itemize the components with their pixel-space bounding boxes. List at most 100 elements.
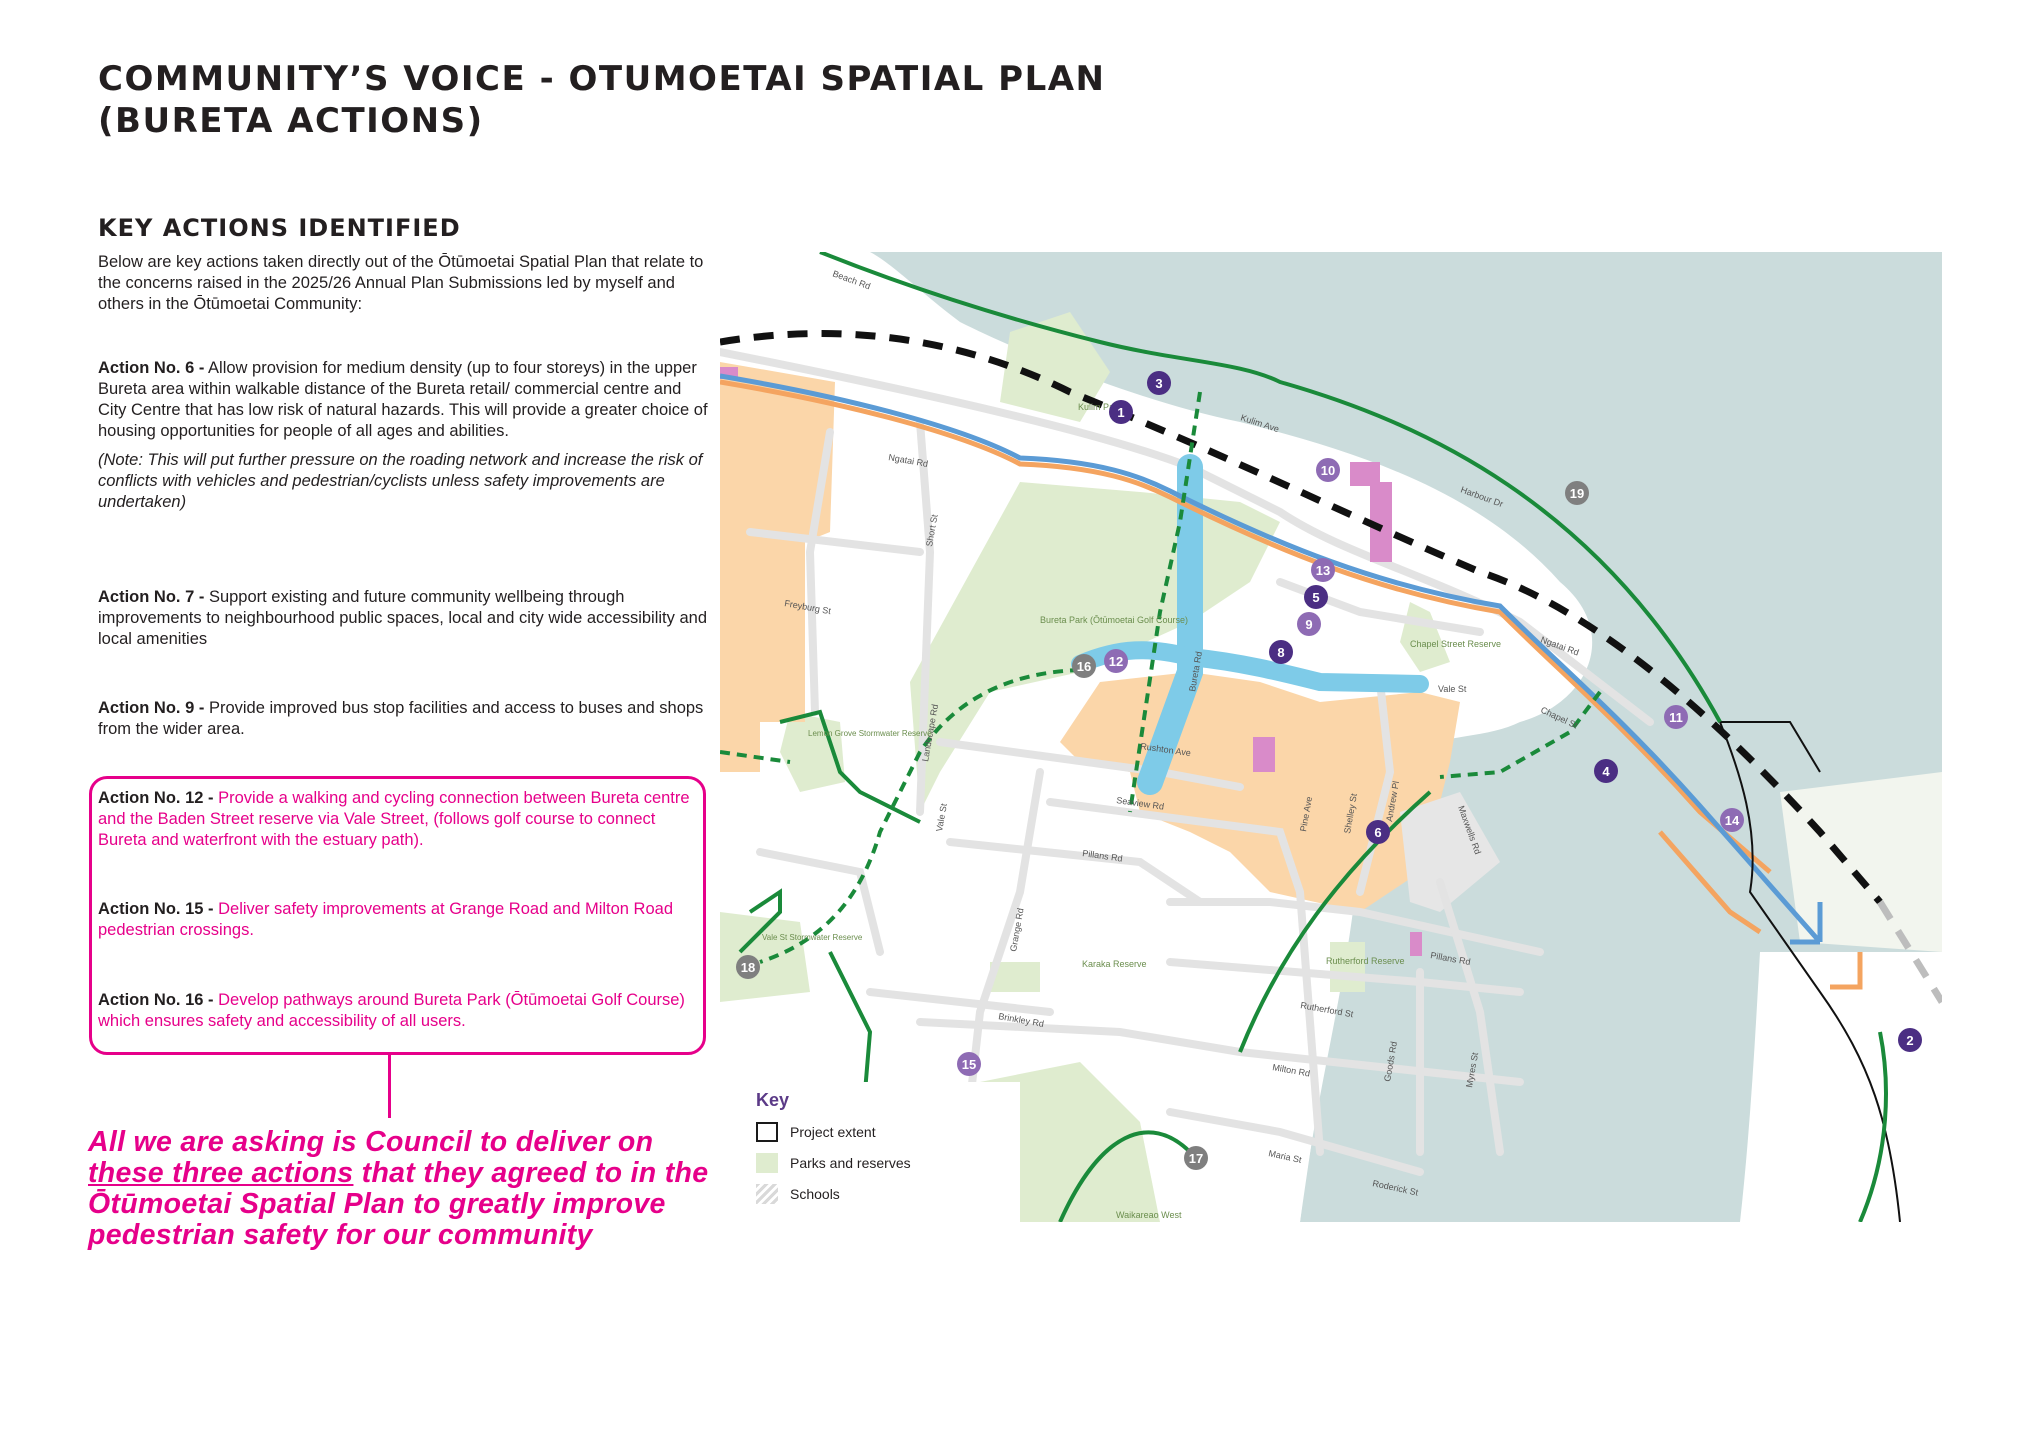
marker-15-label: 15: [962, 1057, 976, 1072]
green-dashed-paths: [720, 391, 1602, 964]
parks-swatch: [756, 1153, 778, 1173]
marker-12[interactable]: 12: [1104, 649, 1128, 673]
marker-10-label: 10: [1321, 463, 1335, 478]
marker-14[interactable]: 14: [1720, 808, 1744, 832]
action-9-label: Action No. 9 -: [98, 699, 205, 717]
action-6: Action No. 6 - Allow provision for mediu…: [98, 358, 708, 513]
lemon-grove-path: [779, 709, 921, 824]
bureta-rd-highlight: [1137, 454, 1203, 795]
road-milton: [916, 1018, 1524, 1086]
key-label-parks: Parks and reserves: [790, 1155, 911, 1171]
key-item-parks: Parks and reserves: [756, 1153, 911, 1173]
highlighted-actions-box: [89, 776, 706, 1055]
label-lemon-grove-reserve: Lemon Grove Stormwater Reserve: [808, 729, 932, 738]
label-waikareao-west: Waikareao West: [1116, 1210, 1182, 1220]
green-paths: [738, 252, 1888, 1222]
marker-13-label: 13: [1316, 563, 1330, 578]
orange-route-arrow: [1830, 952, 1863, 990]
pink-site-south: [1253, 737, 1275, 772]
label-rutherford-reserve: Rutherford Reserve: [1326, 956, 1405, 966]
bureta-rd-path: [1128, 391, 1202, 813]
marker-1-label: 1: [1117, 405, 1124, 420]
pink-site-pillans: [1410, 932, 1422, 956]
marker-8-label: 8: [1277, 645, 1284, 660]
milton-link-path: [828, 951, 873, 1093]
vale-st-path: [759, 668, 1081, 964]
rutherford-reserve: [1330, 942, 1365, 992]
marker-16[interactable]: 16: [1072, 654, 1096, 678]
road-network: [720, 348, 1654, 1176]
road-west-vertical: [805, 428, 834, 716]
label-bureta-park: Bureta Park (Ōtūmoetai Golf Course): [1040, 615, 1188, 625]
marker-12-label: 12: [1109, 654, 1123, 669]
action-16-text: Develop pathways around Bureta Park (Ōtū…: [98, 991, 685, 1030]
marker-1[interactable]: 1: [1109, 400, 1133, 424]
road-brinkley: [866, 988, 1054, 1016]
spatial-plan-map[interactable]: Beach Rd Kulim Ave Ngatai Rd Short St Fr…: [720, 252, 1942, 1222]
marker-6[interactable]: 6: [1366, 820, 1390, 844]
action-6-text: Allow provision for medium density (up t…: [98, 359, 708, 440]
road-pine: [1046, 798, 1324, 1156]
vale-reserve-path: [738, 888, 782, 954]
project-extent-boundary-grey: [1877, 900, 1942, 1004]
connector-line: [388, 1055, 391, 1118]
marker-3[interactable]: 3: [1147, 371, 1171, 395]
label-kulim-park: Kulim Park: [1078, 402, 1122, 412]
action-15: Action No. 15 - Deliver safety improveme…: [98, 899, 708, 941]
action-12-label: Action No. 12 -: [98, 789, 214, 807]
marker-17[interactable]: 17: [1184, 1146, 1208, 1170]
road-vale-south: [756, 848, 884, 956]
action-7-label: Action No. 7 -: [98, 588, 205, 606]
road-myres: [1436, 878, 1504, 1156]
marker-2-label: 2: [1906, 1033, 1913, 1048]
blue-route-arrow: [1790, 902, 1823, 945]
marker-2[interactable]: 2: [1898, 1028, 1922, 1052]
call-to-action: All we are asking is Council to deliver …: [88, 1127, 728, 1251]
marker-9[interactable]: 9: [1297, 612, 1321, 636]
label-karaka-reserve: Karaka Reserve: [1082, 959, 1147, 969]
marker-8[interactable]: 8: [1269, 640, 1293, 664]
marker-13[interactable]: 13: [1311, 558, 1335, 582]
key-title: Key: [756, 1090, 790, 1110]
map-key: Key Project extent Parks and reserves Sc…: [720, 1082, 1020, 1222]
marker-10[interactable]: 10: [1316, 458, 1340, 482]
ask-part2: that they agreed to in the Ōtūmoetai Spa…: [88, 1157, 709, 1251]
marker-19-label: 19: [1570, 486, 1584, 501]
pink-site-bureta: [1370, 482, 1392, 562]
action-6-note: (Note: This will put further pressure on…: [98, 451, 703, 511]
marker-14-label: 14: [1725, 813, 1740, 828]
marker-18-label: 18: [741, 960, 755, 975]
marker-11[interactable]: 11: [1664, 705, 1688, 729]
page-title: COMMUNITY’S VOICE - OTUMOETAI SPATIAL PL…: [98, 58, 1106, 142]
marker-5[interactable]: 5: [1304, 585, 1328, 609]
page-title-line1: COMMUNITY’S VOICE - OTUMOETAI SPATIAL PL…: [98, 59, 1106, 99]
marker-5-label: 5: [1312, 590, 1319, 605]
marker-15[interactable]: 15: [957, 1052, 981, 1076]
chapel-link-path: [1439, 690, 1602, 779]
waikareao-path: [1058, 1130, 1192, 1222]
headland-land: [1740, 952, 1942, 1222]
marker-19[interactable]: 19: [1565, 481, 1589, 505]
marker-9-label: 9: [1305, 617, 1312, 632]
marker-11-label: 11: [1669, 710, 1683, 725]
road-pillans-east: [1166, 898, 1544, 956]
label-chapel-reserve: Chapel Street Reserve: [1410, 639, 1501, 649]
label-vale-stormwater-reserve: Vale St Stormwater Reserve: [762, 933, 863, 942]
karaka-reserve: [990, 962, 1040, 992]
project-extent-boundary: [720, 330, 1883, 905]
key-item-extent: Project extent: [756, 1122, 876, 1142]
action-16-label: Action No. 16 -: [98, 991, 214, 1009]
action-9: Action No. 9 - Provide improved bus stop…: [98, 698, 708, 740]
action-7-text: Support existing and future community we…: [98, 588, 708, 648]
action-15-text: Deliver safety improvements at Grange Ro…: [98, 900, 673, 939]
west-link-path: [720, 750, 791, 764]
harbour-water: [870, 252, 1942, 1222]
marker-4[interactable]: 4: [1594, 759, 1618, 783]
page-title-line2: (BURETA ACTIONS): [98, 101, 484, 141]
marker-3-label: 3: [1155, 376, 1162, 391]
ask-underlined: these three actions: [88, 1157, 354, 1189]
action-12-text: Provide a walking and cycling connection…: [98, 789, 690, 849]
marker-18[interactable]: 18: [736, 955, 760, 979]
road-landscape: [916, 418, 935, 816]
coastal-path: [819, 252, 1722, 723]
